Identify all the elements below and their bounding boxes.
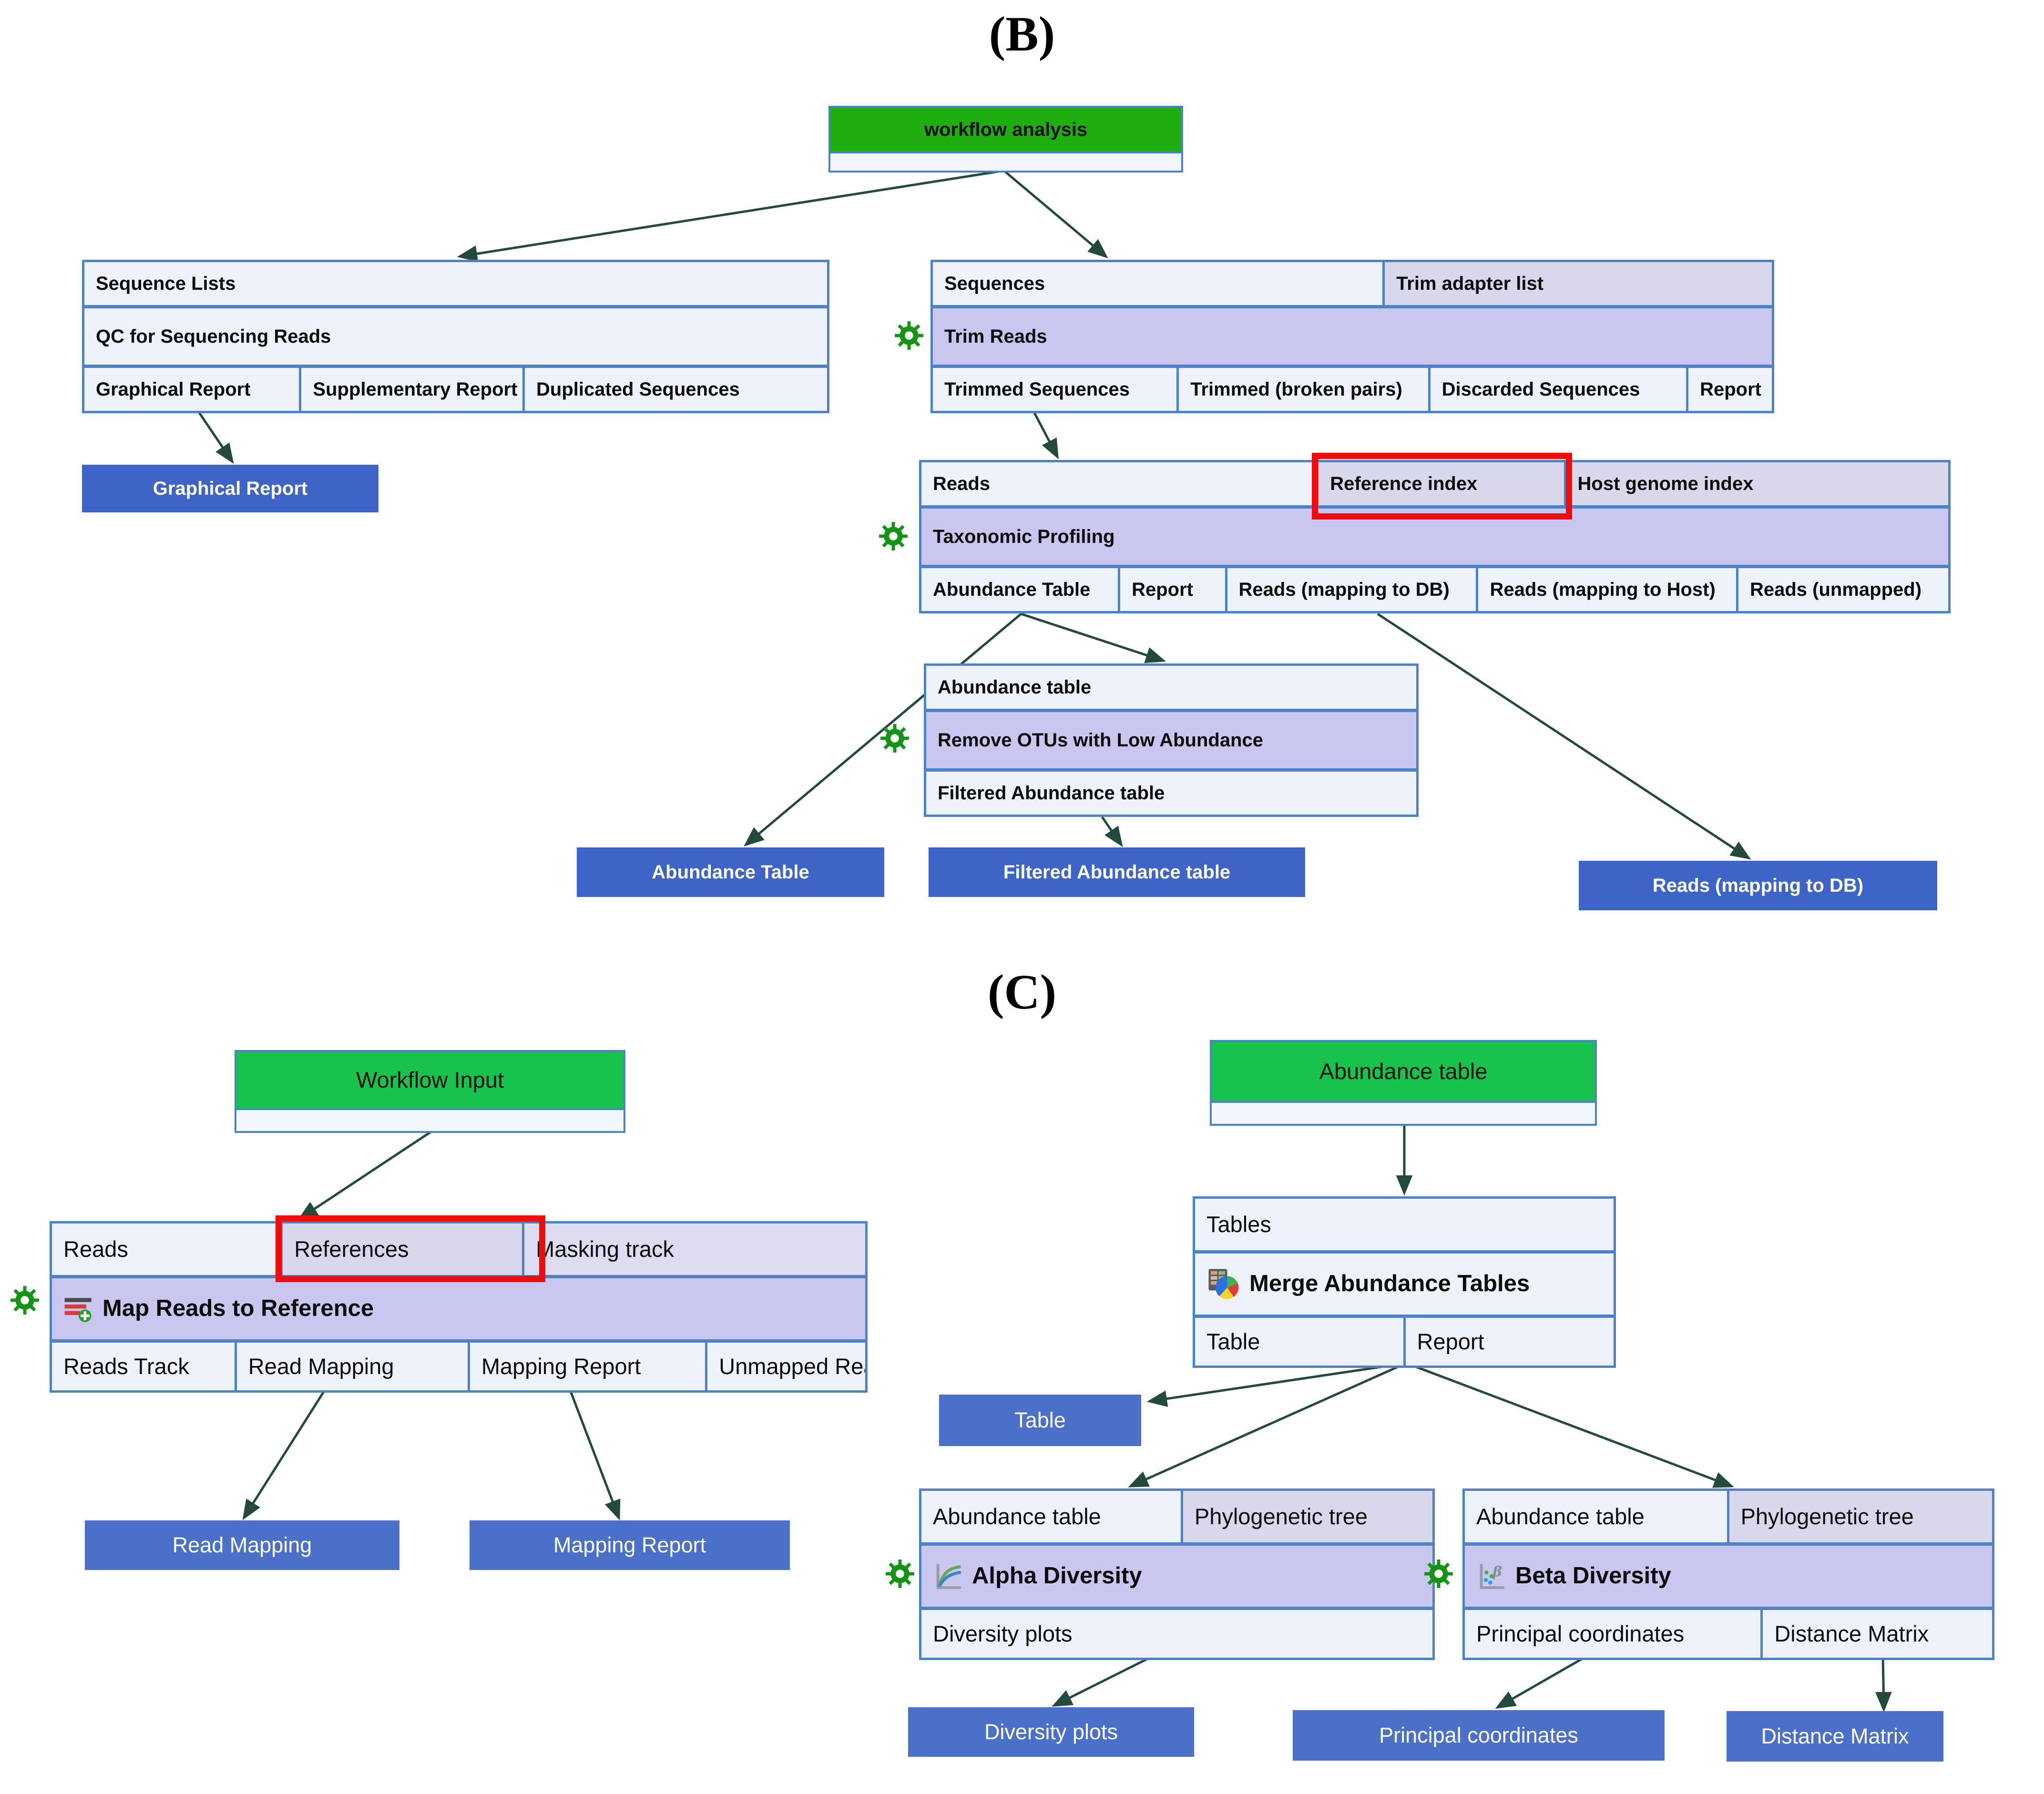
start-node-output-strip[interactable] xyxy=(830,152,1181,171)
tool-row-beta-diversity[interactable]: Beta Diversity xyxy=(1465,1546,1992,1607)
output-port-diversity-plots[interactable]: Diversity plots xyxy=(921,1610,1432,1658)
node-map-reads-to-reference[interactable]: Reads References Masking track Map Reads… xyxy=(50,1221,868,1393)
output-port-duplicated-sequences[interactable]: Duplicated Sequences xyxy=(525,368,827,411)
tool-row-alpha-diversity[interactable]: Alpha Diversity xyxy=(921,1546,1432,1607)
output-port-graphical-report[interactable]: Graphical Report xyxy=(84,368,299,411)
tool-row-qc-for-sequencing-reads[interactable]: QC for Sequencing Reads xyxy=(84,308,827,365)
node-alpha-diversity[interactable]: Abundance table Phylogenetic tree Alpha … xyxy=(919,1488,1435,1660)
gear-icon[interactable] xyxy=(878,521,909,551)
tool-label: Map Reads to Reference xyxy=(102,1295,374,1322)
input-port-tables[interactable]: Tables xyxy=(1195,1199,1614,1250)
output-node-mapping-report[interactable]: Mapping Report xyxy=(470,1520,790,1570)
panel-label-c: (C) xyxy=(987,965,1057,1019)
node-beta-diversity[interactable]: Abundance table Phylogenetic tree Beta D… xyxy=(1462,1488,1994,1660)
node-qc-for-sequencing-reads[interactable]: Sequence Lists QC for Sequencing Reads G… xyxy=(82,260,829,413)
output-port-abundance-table[interactable]: Abundance Table xyxy=(921,568,1118,611)
start-node-title: workflow analysis xyxy=(830,108,1181,152)
start-node-output-strip[interactable] xyxy=(236,1108,623,1131)
output-node-filtered-abundance-table[interactable]: Filtered Abundance table xyxy=(929,847,1305,897)
output-port-discarded-sequences[interactable]: Discarded Sequences xyxy=(1430,368,1686,411)
output-port-reads-unmapped[interactable]: Reads (unmapped) xyxy=(1738,568,1948,611)
tool-label: Beta Diversity xyxy=(1515,1563,1671,1589)
gear-icon[interactable] xyxy=(1423,1559,1454,1589)
input-port-abundance-table[interactable]: Abundance table xyxy=(921,1491,1181,1542)
tool-row-trim-reads[interactable]: Trim Reads xyxy=(933,308,1772,365)
input-port-reference-index[interactable]: Reference index xyxy=(1318,462,1564,505)
node-taxonomic-profiling[interactable]: Reads Reference index Host genome index … xyxy=(919,460,1951,613)
map-reads-icon xyxy=(63,1294,94,1324)
input-port-phylogenetic-tree[interactable]: Phylogenetic tree xyxy=(1729,1491,1992,1542)
output-node-graphical-report[interactable]: Graphical Report xyxy=(82,465,378,512)
start-node-title: Abundance table xyxy=(1212,1042,1595,1101)
input-port-reads[interactable]: Reads xyxy=(52,1223,281,1275)
alpha-diversity-icon xyxy=(933,1561,963,1591)
output-port-report[interactable]: Report xyxy=(1120,568,1225,611)
output-port-table[interactable]: Table xyxy=(1195,1318,1403,1366)
start-node-workflow-input[interactable]: Workflow Input xyxy=(235,1050,625,1133)
input-port-sequences[interactable]: Sequences xyxy=(933,262,1383,305)
gear-icon[interactable] xyxy=(885,1559,915,1589)
output-node-distance-matrix[interactable]: Distance Matrix xyxy=(1727,1711,1943,1762)
tool-row-merge-abundance-tables[interactable]: Merge Abundance Tables xyxy=(1195,1254,1614,1315)
start-node-output-strip[interactable] xyxy=(1212,1101,1595,1124)
start-node-workflow-analysis[interactable]: workflow analysis xyxy=(828,106,1183,173)
gear-icon[interactable] xyxy=(10,1285,40,1315)
output-port-unmapped-reads[interactable]: Unmapped Reads xyxy=(707,1343,865,1390)
input-port-abundance-table[interactable]: Abundance table xyxy=(1465,1491,1727,1542)
input-port-masking-track[interactable]: Masking track xyxy=(524,1223,865,1275)
gear-icon[interactable] xyxy=(894,320,924,351)
output-port-distance-matrix[interactable]: Distance Matrix xyxy=(1763,1610,1992,1658)
node-merge-abundance-tables[interactable]: Tables Merge Abundance Tables Table Repo… xyxy=(1193,1196,1616,1368)
start-node-title: Workflow Input xyxy=(236,1052,623,1108)
start-node-abundance-table[interactable]: Abundance table xyxy=(1210,1040,1597,1126)
output-port-reads-mapping-to-db[interactable]: Reads (mapping to DB) xyxy=(1227,568,1476,611)
highlight-box-references xyxy=(276,1215,545,1282)
output-node-table[interactable]: Table xyxy=(939,1395,1141,1446)
output-port-report[interactable]: Report xyxy=(1405,1318,1614,1366)
output-port-supplementary-report[interactable]: Supplementary Report xyxy=(301,368,523,411)
tool-row-remove-otus[interactable]: Remove OTUs with Low Abundance xyxy=(926,712,1416,768)
output-port-trimmed-sequences[interactable]: Trimmed Sequences xyxy=(933,368,1177,411)
node-trim-reads[interactable]: Sequences Trim adapter list Trim Reads T… xyxy=(930,260,1774,413)
input-port-sequence-lists[interactable]: Sequence Lists xyxy=(84,262,827,305)
input-port-reads[interactable]: Reads xyxy=(921,462,1317,505)
input-port-abundance-table[interactable]: Abundance table xyxy=(926,666,1416,709)
output-port-filtered-abundance-table[interactable]: Filtered Abundance table xyxy=(926,772,1416,815)
output-port-mapping-report[interactable]: Mapping Report xyxy=(470,1343,705,1390)
beta-diversity-icon xyxy=(1476,1561,1507,1591)
input-port-host-genome-index[interactable]: Host genome index xyxy=(1566,462,1948,505)
merge-tables-icon xyxy=(1206,1267,1241,1301)
tool-label: Alpha Diversity xyxy=(972,1563,1142,1589)
output-node-principal-coordinates[interactable]: Principal coordinates xyxy=(1293,1710,1665,1761)
highlight-box-reference-index xyxy=(1312,453,1572,520)
output-node-read-mapping[interactable]: Read Mapping xyxy=(85,1520,399,1570)
tool-row-map-reads-to-reference[interactable]: Map Reads to Reference xyxy=(52,1278,865,1339)
output-port-report[interactable]: Report xyxy=(1688,368,1772,411)
node-remove-otus-with-low-abundance[interactable]: Abundance table Remove OTUs with Low Abu… xyxy=(924,663,1419,817)
output-port-reads-mapping-to-host[interactable]: Reads (mapping to Host) xyxy=(1478,568,1736,611)
input-port-references[interactable]: References xyxy=(283,1223,522,1275)
output-node-reads-mapping-to-db[interactable]: Reads (mapping to DB) xyxy=(1579,861,1937,910)
output-node-abundance-table[interactable]: Abundance Table xyxy=(577,847,884,897)
panel-label-b: (B) xyxy=(989,7,1055,61)
output-port-read-mapping[interactable]: Read Mapping xyxy=(236,1343,468,1390)
input-port-trim-adapter-list[interactable]: Trim adapter list xyxy=(1385,262,1772,305)
output-node-diversity-plots[interactable]: Diversity plots xyxy=(908,1707,1194,1757)
gear-icon[interactable] xyxy=(879,723,910,754)
output-port-reads-track[interactable]: Reads Track xyxy=(52,1343,235,1390)
tool-label: Merge Abundance Tables xyxy=(1249,1271,1530,1297)
input-port-phylogenetic-tree[interactable]: Phylogenetic tree xyxy=(1183,1491,1432,1542)
output-port-principal-coordinates[interactable]: Principal coordinates xyxy=(1465,1610,1761,1658)
output-port-trimmed-broken-pairs[interactable]: Trimmed (broken pairs) xyxy=(1179,368,1428,411)
